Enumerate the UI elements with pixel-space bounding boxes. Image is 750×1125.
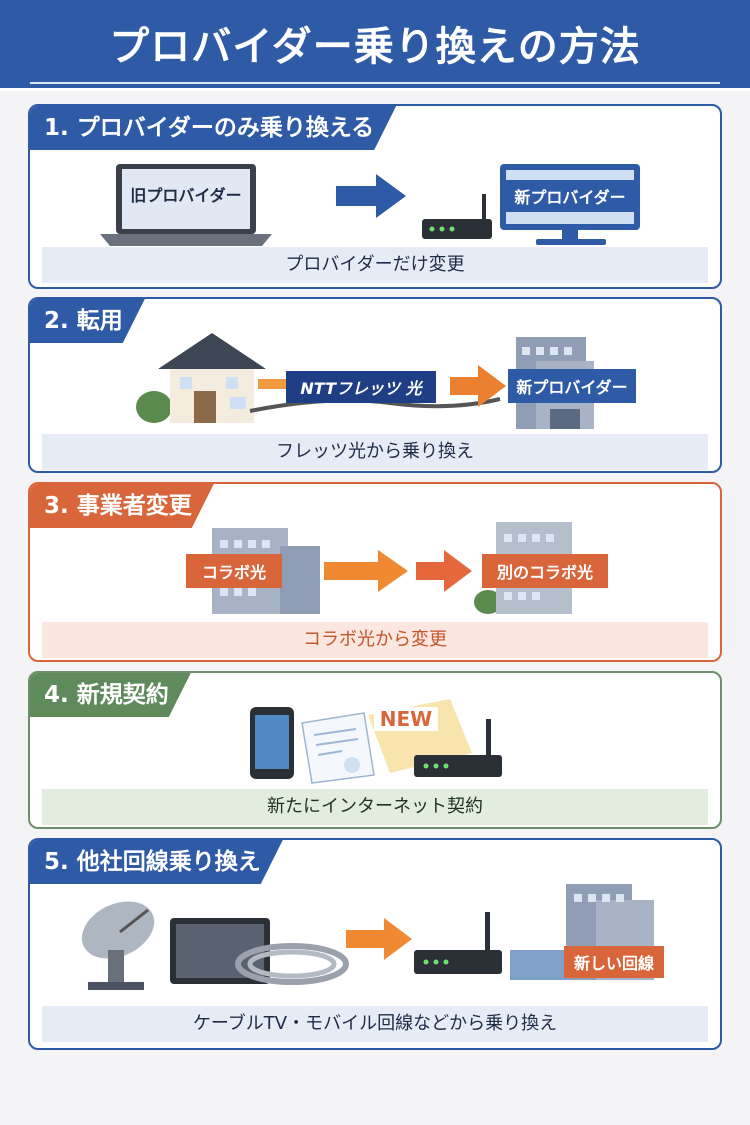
new-provider-label-2: 新プロバイダー xyxy=(508,369,636,403)
arrow-right-icon xyxy=(346,918,412,960)
section-1-title: プロバイダーのみ乗り換える xyxy=(76,115,375,141)
section-4-tab: 4. 新規契約 xyxy=(30,673,191,717)
arrow-right-icon xyxy=(416,550,472,592)
cable-icon xyxy=(235,943,349,985)
section-5-caption: ケーブルTV・モバイル回線などから乗り換え xyxy=(42,1006,708,1042)
section-1-illustration xyxy=(100,164,640,246)
section-4-card: 4. 新規契約 NEW 新たにインターネット契約 xyxy=(28,671,722,829)
router-icon xyxy=(414,912,502,974)
section-5-card: 5. 他社回線乗り換え xyxy=(28,838,722,1050)
document-icon xyxy=(301,712,375,784)
collabo-to-label: 別のコラボ光 xyxy=(482,554,608,588)
section-2-title: 転用 xyxy=(76,308,123,334)
page-header: プロバイダー乗り換えの方法 xyxy=(0,0,750,91)
laptop-icon xyxy=(100,164,272,246)
section-4-caption: 新たにインターネット契約 xyxy=(42,789,708,825)
section-3-tab: 3. 事業者変更 xyxy=(30,484,214,528)
section-3-card: 3. 事業者変更 コラボ光 別のコラボ光 コラボ光から変更 xyxy=(28,482,722,662)
section-3-title: 事業者変更 xyxy=(76,493,192,519)
satellite-dish-icon xyxy=(81,901,155,990)
section-4-number: 4. xyxy=(44,682,69,708)
arrow-right-icon xyxy=(450,365,506,407)
section-5-number: 5. xyxy=(44,849,69,875)
section-2-caption: フレッツ光から乗り換え xyxy=(42,434,708,470)
section-5-title: 他社回線乗り換え xyxy=(76,849,261,875)
arrow-right-icon xyxy=(336,174,406,218)
section-4-title: 新規契約 xyxy=(76,682,169,708)
smartphone-icon xyxy=(250,707,294,779)
section-2-tab: 2. 転用 xyxy=(30,299,145,343)
header-divider xyxy=(30,82,720,84)
section-2-card: 2. 転用 NTTフレッツ 光 新プロバイダー フレッツ光から乗り換え xyxy=(28,297,722,473)
new-line-label: 新しい回線 xyxy=(564,946,664,978)
page-title: プロバイダー乗り換えの方法 xyxy=(109,24,641,70)
section-2-number: 2. xyxy=(44,308,69,334)
section-1-caption: プロバイダーだけ変更 xyxy=(42,247,708,283)
house-icon xyxy=(136,333,266,423)
router-icon xyxy=(414,719,502,777)
section-3-caption: コラボ光から変更 xyxy=(42,622,708,658)
arrow-right-icon xyxy=(324,550,408,592)
collabo-from-label: コラボ光 xyxy=(186,554,282,588)
new-provider-label: 新プロバイダー xyxy=(506,180,634,212)
section-1-number: 1. xyxy=(44,115,69,141)
ntt-flets-label: NTTフレッツ 光 xyxy=(286,371,436,403)
section-1-card: 1. プロバイダーのみ乗り換える 旧プロバイダー 新プロバイダー プロバイダーだ… xyxy=(28,104,722,289)
old-provider-label: 旧プロバイダー xyxy=(130,186,242,205)
section-5-illustration xyxy=(81,884,654,990)
section-5-tab: 5. 他社回線乗り換え xyxy=(30,840,283,884)
router-icon xyxy=(422,194,492,239)
section-1-tab: 1. プロバイダーのみ乗り換える xyxy=(30,106,396,150)
new-badge: NEW xyxy=(374,707,438,731)
section-3-number: 3. xyxy=(44,493,69,519)
section-4-illustration xyxy=(250,699,502,784)
